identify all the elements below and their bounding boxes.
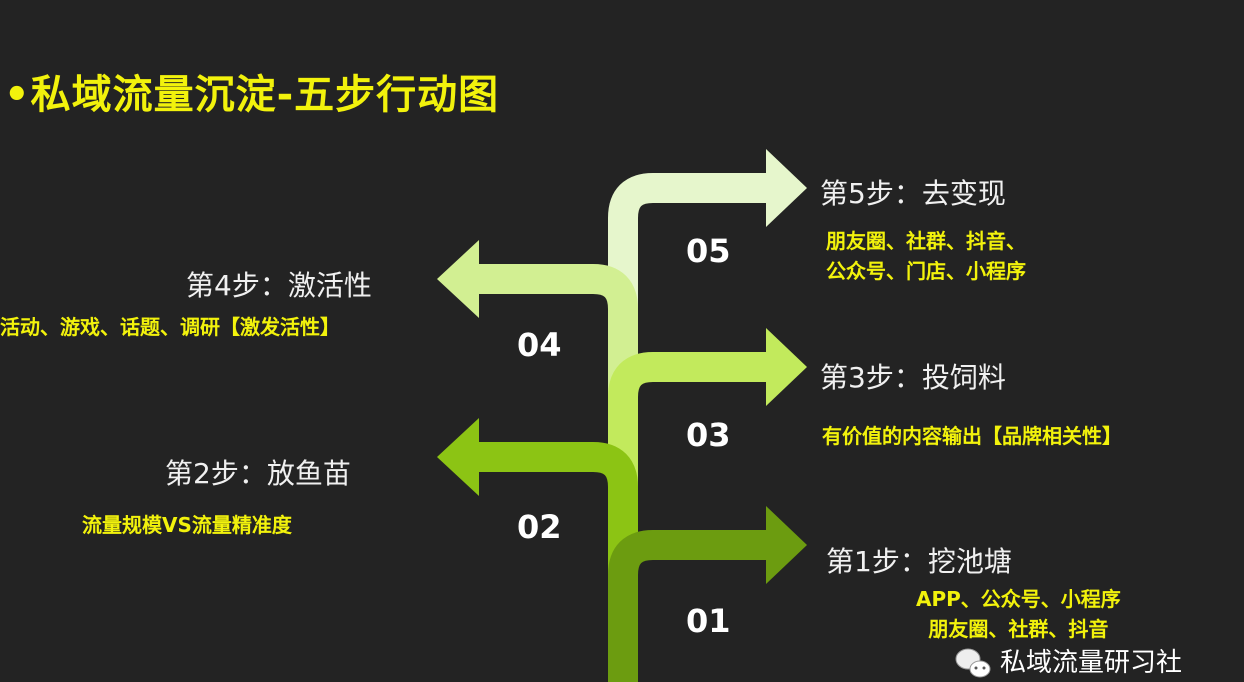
step-2-desc: 流量规模VS流量精准度 bbox=[82, 513, 292, 537]
arrow-step-1-head bbox=[766, 506, 807, 584]
step-2-label: 第2步：放鱼苗 bbox=[165, 457, 351, 490]
step-3-desc: 有价值的内容输出【品牌相关性】 bbox=[822, 424, 1122, 448]
step-5-label: 第5步：去变现 bbox=[820, 177, 1006, 210]
watermark-text: 私域流量研习社 bbox=[1000, 648, 1183, 678]
arrow-step-2-head bbox=[437, 418, 479, 496]
arrow-step-3-shaft bbox=[608, 352, 767, 682]
arrow-step-5-shaft bbox=[608, 173, 767, 682]
step-3-label: 第3步：投饲料 bbox=[820, 361, 1006, 394]
step-5-desc: 朋友圈、社群、抖音、公众号、门店、小程序 bbox=[826, 226, 1026, 286]
page-title: •私域流量沉淀-五步行动图 bbox=[4, 72, 500, 118]
step-2-number: 02 bbox=[517, 508, 562, 546]
step-3-number: 03 bbox=[686, 416, 731, 454]
step-5-desc-line: 朋友圈、社群、抖音、 bbox=[826, 229, 1026, 253]
arrow-step-3-head bbox=[766, 328, 807, 406]
step-5-number: 05 bbox=[686, 232, 731, 270]
step-1-desc-line: 朋友圈、社群、抖音 bbox=[928, 617, 1109, 641]
step-4-number: 04 bbox=[517, 326, 562, 364]
step-1-label: 第1步：挖池塘 bbox=[826, 545, 1012, 578]
step-1-number: 01 bbox=[686, 602, 731, 640]
step-1-desc-line: APP、公众号、小程序 bbox=[916, 587, 1121, 611]
step-5-desc-line: 公众号、门店、小程序 bbox=[826, 259, 1026, 283]
arrow-step-4-shaft bbox=[478, 264, 638, 682]
step-1-desc: APP、公众号、小程序朋友圈、社群、抖音 bbox=[916, 584, 1121, 644]
arrow-step-1-shaft bbox=[608, 530, 767, 682]
arrow-step-2-shaft bbox=[478, 442, 638, 682]
arrow-step-5-head bbox=[766, 149, 807, 227]
arrow-step-4-head bbox=[437, 240, 479, 318]
step-4-desc: 活动、游戏、话题、调研【激发活性】 bbox=[0, 315, 340, 339]
step-4-label: 第4步：激活性 bbox=[186, 269, 372, 302]
